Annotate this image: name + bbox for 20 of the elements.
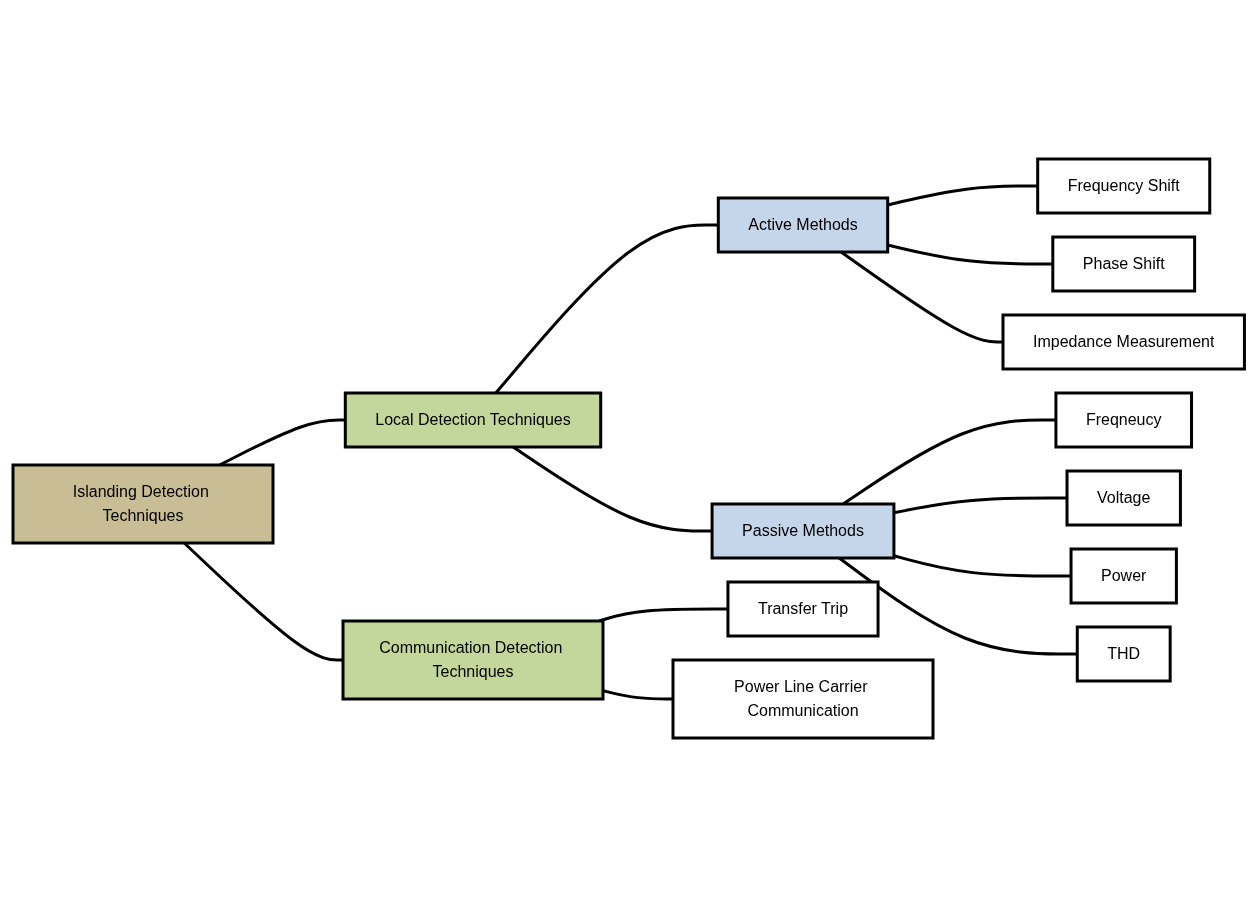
node-box: Power	[1069, 547, 1179, 605]
node-box: Islanding Detection Techniques	[11, 463, 275, 545]
node-box: Freqneucy	[1054, 391, 1194, 449]
connector	[893, 554, 1072, 578]
connector	[599, 607, 729, 623]
connector	[838, 556, 1078, 656]
node-box: Voltage	[1065, 469, 1183, 527]
node-box: Transfer Trip	[726, 580, 880, 638]
node-box: THD	[1076, 625, 1172, 683]
node-box: Passive Methods	[710, 502, 896, 560]
node-box: Frequency Shift	[1036, 157, 1212, 215]
node-box: Local Detection Techniques	[344, 391, 603, 449]
connector	[495, 223, 719, 394]
node-box: Active Methods	[717, 196, 890, 254]
connector	[887, 184, 1038, 207]
node-box: Impedance Measurement	[1001, 313, 1247, 371]
connector	[887, 243, 1054, 266]
node-box: Phase Shift	[1051, 235, 1197, 293]
node-box: Power Line Carrier Communication	[671, 658, 935, 740]
node-box: Communication Detection Techniques	[341, 619, 605, 701]
